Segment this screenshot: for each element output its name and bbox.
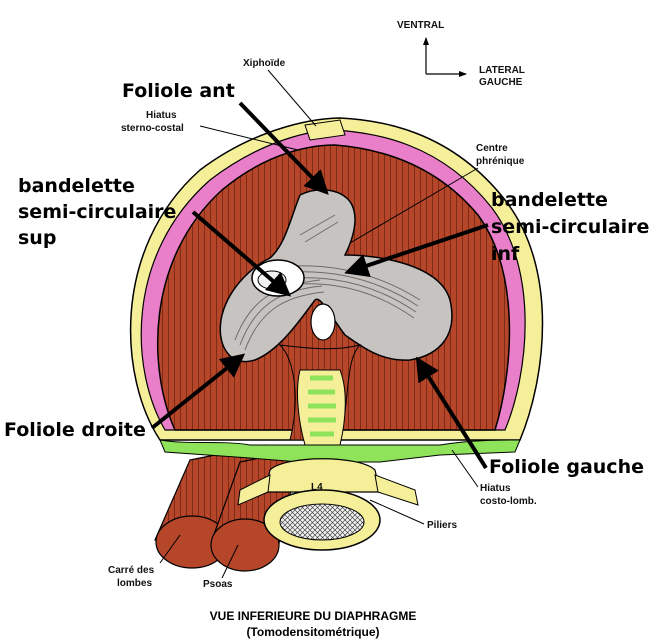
orientation-indicator [423, 37, 467, 77]
label-hiatus-sterno-1: Hiatus [146, 110, 177, 121]
esophageal-hiatus [310, 303, 336, 341]
label-foliole-droite: Foliole droite [4, 419, 146, 441]
label-band-inf-2: semi-circulaire [491, 216, 649, 238]
label-band-inf-3: inf [491, 243, 520, 265]
label-psoas: Psoas [203, 579, 233, 590]
label-xiphoide: Xiphoïde [243, 58, 286, 69]
label-hiatus-costo-2: costo-lomb. [480, 496, 537, 507]
lumbar-spine [237, 369, 419, 551]
label-band-sup-2: semi-circulaire [18, 201, 176, 223]
centre-phrenique [219, 189, 453, 363]
label-foliole-ant: Foliole ant [122, 80, 235, 102]
label-centre-1: Centre [476, 143, 508, 154]
label-band-inf-1: bandelette [491, 189, 608, 211]
caption-title: VUE INFERIEURE DU DIAPHRAGME [210, 609, 417, 623]
label-lateral: LATERAL [479, 65, 525, 76]
label-carre-2: lombes [117, 578, 152, 589]
label-centre-2: phrénique [476, 156, 525, 167]
label-gauche: GAUCHE [479, 77, 523, 88]
label-band-sup-3: sup [18, 227, 56, 249]
label-hiatus-sterno-2: sterno-costal [121, 123, 184, 134]
label-foliole-gauche: Foliole gauche [489, 456, 644, 478]
label-piliers: Piliers [427, 520, 457, 531]
label-carre-1: Carré des [108, 565, 155, 576]
caption-subtitle: (Tomodensitométrique) [246, 625, 379, 639]
label-band-sup-1: bandelette [18, 175, 135, 197]
label-l4: L4 [311, 482, 323, 493]
label-hiatus-costo-1: Hiatus [480, 483, 511, 494]
label-ventral: VENTRAL [397, 20, 444, 31]
